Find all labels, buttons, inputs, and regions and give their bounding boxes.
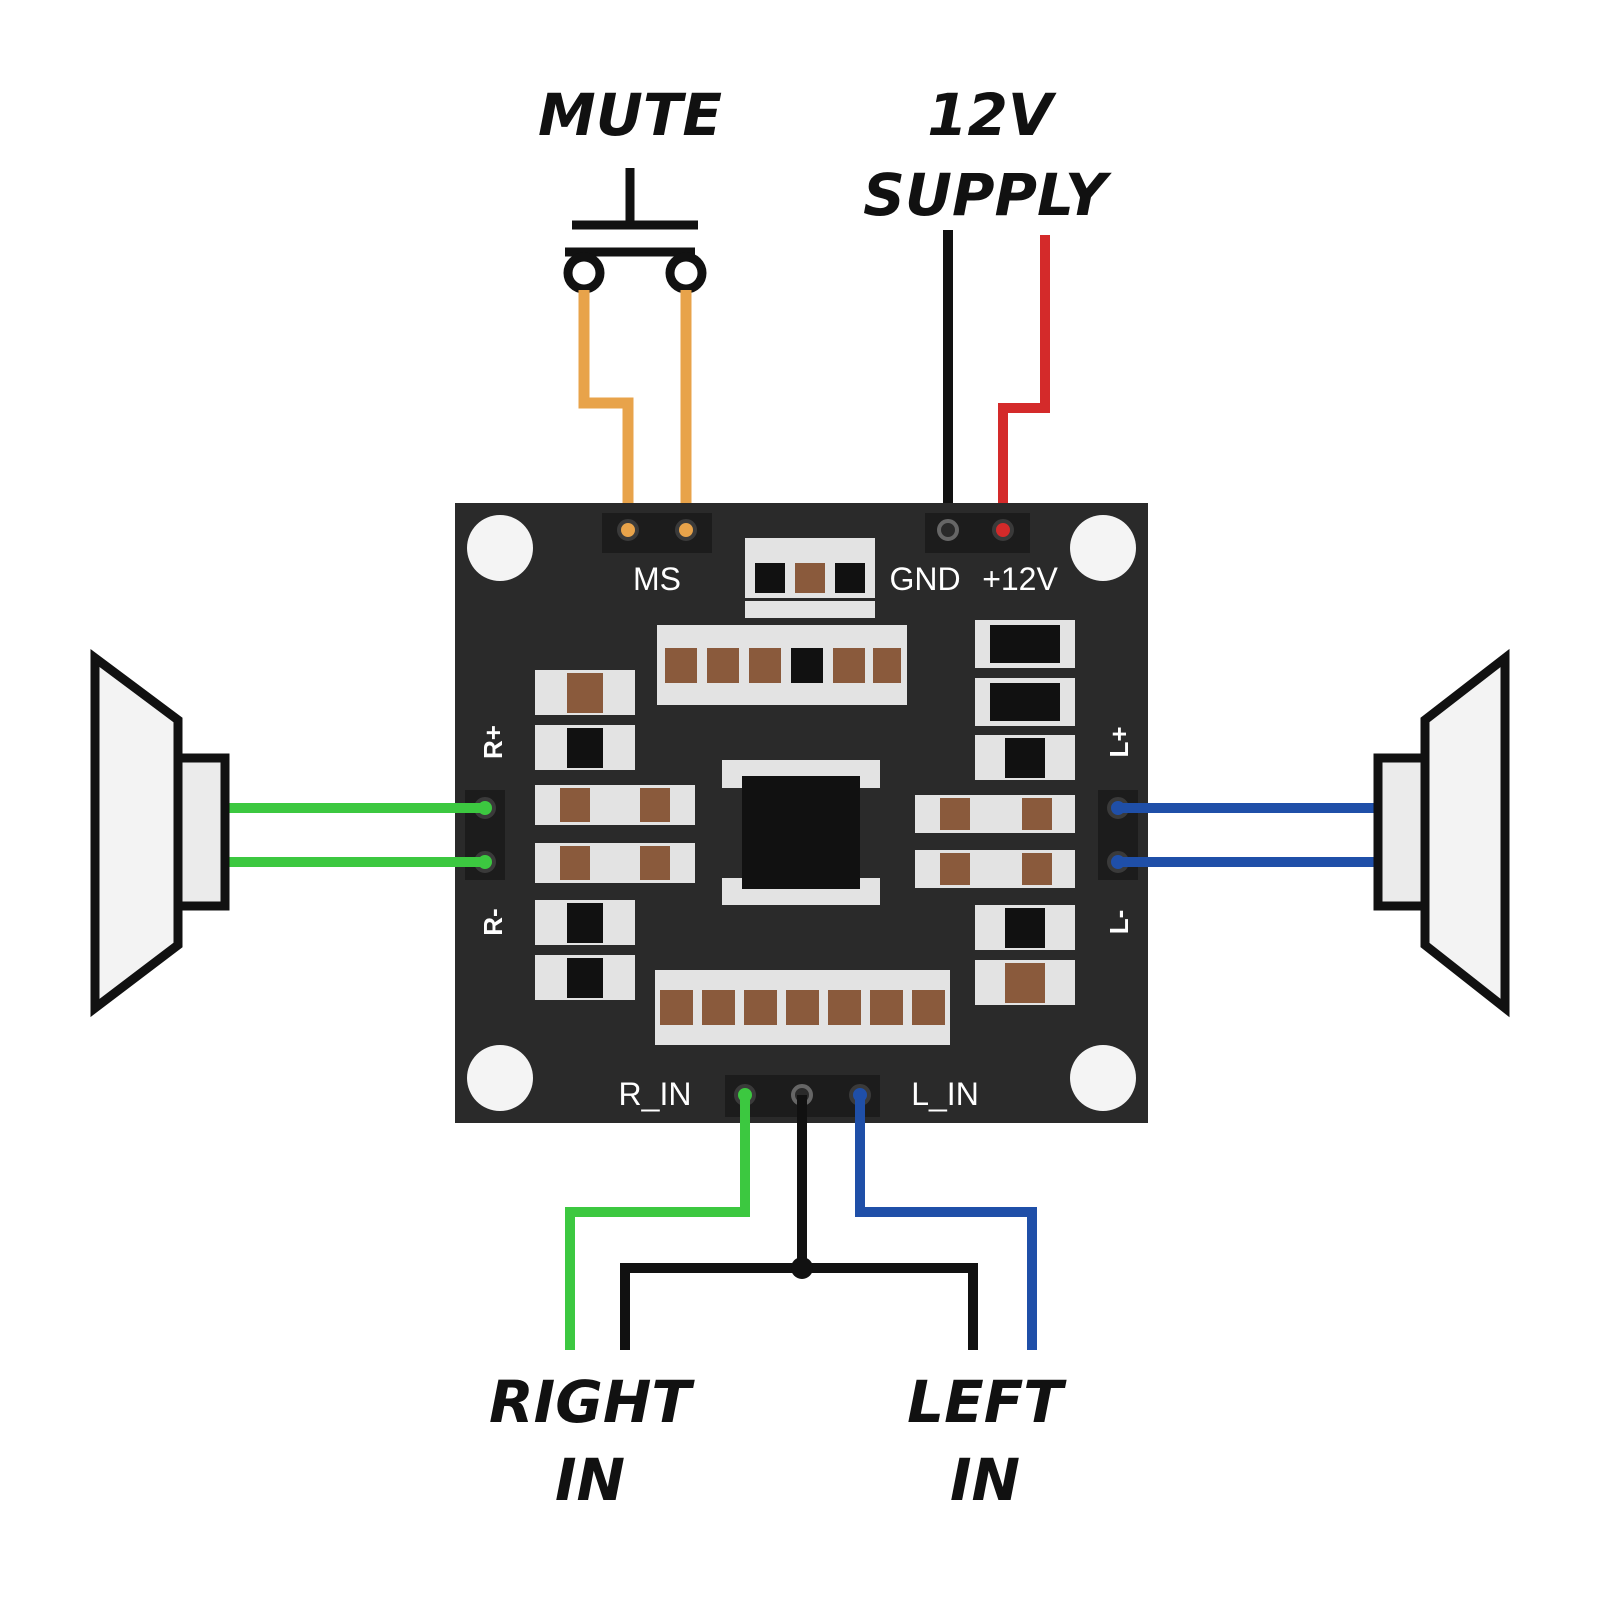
l-in-label: L_IN <box>911 1076 979 1112</box>
ground-input-wire <box>620 1095 978 1350</box>
right-input-wire <box>565 1095 750 1350</box>
r-in-label: R_IN <box>619 1076 692 1112</box>
plus12v-pin <box>992 519 1014 541</box>
r-plus-label: R+ <box>478 725 508 759</box>
mute-wires <box>578 290 692 530</box>
ms-pin <box>617 519 639 541</box>
ms-pin <box>675 519 697 541</box>
left-speaker-icon <box>1373 648 1510 1018</box>
l-minus-label: L- <box>1104 910 1134 935</box>
power-wire <box>998 235 1050 530</box>
ms-label: MS <box>633 561 681 597</box>
right-components <box>915 620 1075 1005</box>
right-in-label-line1: RIGHT <box>489 1368 695 1436</box>
amplifier-board: MS GND +12V R+ R- L+ L- R_IN L_IN <box>455 503 1148 1123</box>
left-components <box>535 670 695 1000</box>
supply-label-line2: SUPPLY <box>863 161 1112 229</box>
amplifier-chip <box>722 760 880 905</box>
mounting-hole <box>467 515 533 581</box>
mounting-hole <box>1070 515 1136 581</box>
left-in-label-line1: LEFT <box>907 1368 1067 1436</box>
right-speaker-icon <box>90 649 230 1018</box>
right-in-label-line2: IN <box>555 1446 625 1514</box>
top-components <box>745 538 875 618</box>
mute-label: MUTE <box>538 81 722 149</box>
right-speaker-wires <box>225 803 485 867</box>
r-minus-label: R- <box>478 908 508 935</box>
plus12v-label: +12V <box>982 561 1058 597</box>
mute-switch-icon <box>563 168 707 294</box>
left-input-wire <box>855 1095 1037 1350</box>
left-speaker-wires <box>1118 803 1378 867</box>
l-plus-label: L+ <box>1104 726 1134 757</box>
left-in-label-line2: IN <box>950 1446 1020 1514</box>
mounting-hole <box>1070 1045 1136 1111</box>
mounting-hole <box>467 1045 533 1111</box>
supply-label-line1: 12V <box>927 81 1057 149</box>
gnd-label: GND <box>889 561 960 597</box>
gnd-pin <box>937 519 959 541</box>
ground-junction <box>791 1257 813 1279</box>
capacitor-row-bottom <box>655 970 950 1045</box>
capacitor-row-top <box>657 625 907 705</box>
